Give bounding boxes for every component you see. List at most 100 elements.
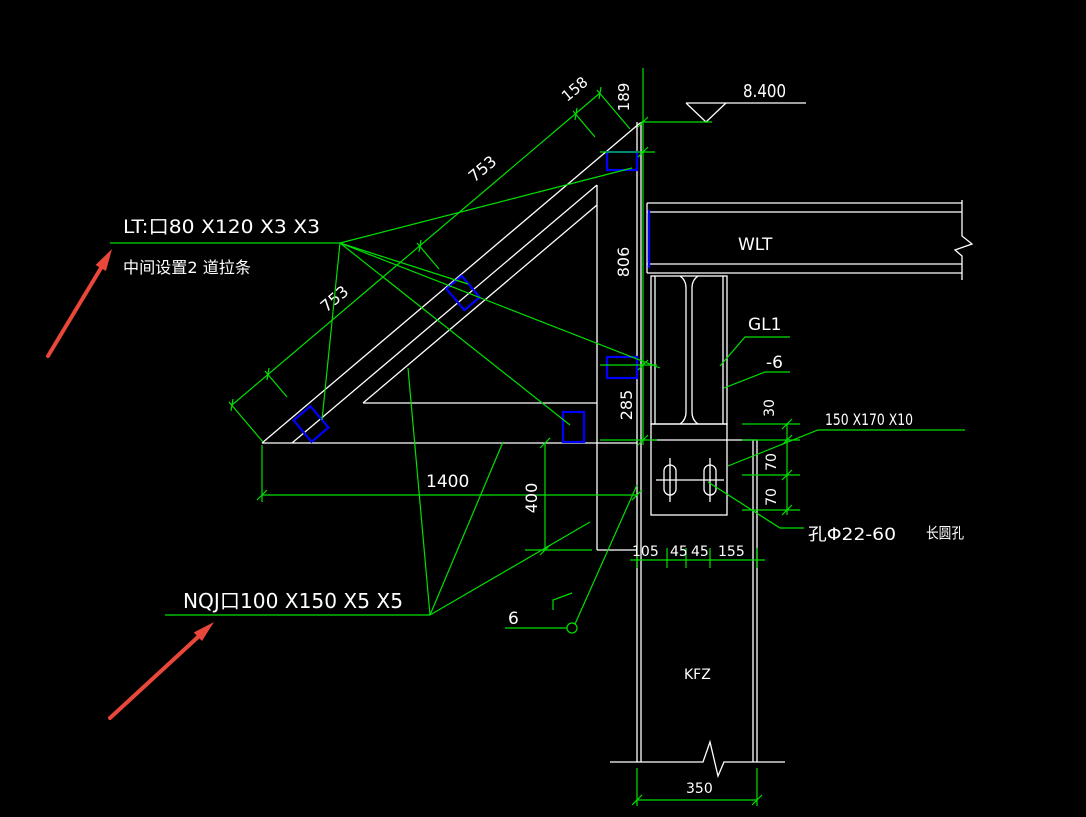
beam-break-symbol — [953, 200, 974, 280]
dim-bolt-row-2: 70 — [764, 488, 780, 506]
end-plate — [650, 423, 757, 516]
elevation-triangle-icon — [685, 102, 727, 123]
dim-lower-plate: 285 — [617, 390, 636, 421]
dim-brace-upper: 753 — [465, 152, 501, 186]
brace-dimension-line — [231, 92, 601, 406]
marker-lower-right — [561, 410, 586, 444]
column-width-tick-right — [751, 794, 763, 806]
brace-tick-4 — [574, 107, 578, 121]
depth-tick-top — [539, 437, 551, 449]
brace-ext-line-4 — [572, 110, 596, 138]
brace-ext-line-1 — [228, 401, 264, 443]
knee-leader: NQJ口100 X150 X5 X5 — [165, 367, 591, 616]
marker-brace-bottom — [292, 404, 330, 444]
brace-leader-to-bottom-marker — [321, 242, 341, 421]
weld-leader — [574, 484, 638, 625]
weld-all-around-icon — [566, 622, 578, 634]
brace-inner-edge — [291, 184, 598, 444]
brace-leader-to-top-marker — [339, 167, 633, 244]
brace-leader: LT:口80 X120 X3 X3 中间设置2 道拉条 — [110, 167, 661, 426]
brace-member-label: LT:口80 X120 X3 X3 — [123, 216, 320, 238]
dim-bolt-gap-2: 45 — [691, 544, 709, 560]
dim-top-height: 189 — [615, 83, 633, 112]
column-width-dimension: 350 — [631, 768, 763, 806]
brace-leader-to-lower-marker — [339, 242, 571, 426]
haunch-inner-diagonal — [362, 204, 598, 404]
callout-arrow-lower-shaft — [108, 635, 200, 720]
knee-leader-to-plate — [429, 521, 591, 616]
hole-type-label: 长圆孔 — [926, 524, 964, 542]
brace-ext-line-5 — [596, 89, 631, 130]
stiffener-leader — [723, 371, 790, 389]
weld-flag-icon — [552, 592, 573, 610]
column-width-tick-left — [631, 794, 643, 806]
callout-arrows — [46, 249, 214, 720]
stub-beam-web-right — [691, 275, 699, 425]
knee-leader-to-diagonal — [407, 367, 431, 616]
brace-leader-to-right-marker — [339, 242, 661, 369]
vertical-tick-365 — [637, 359, 649, 371]
connection-leaders: GL1 -6 150 X170 X10 孔Φ22-60 长圆孔 — [707, 315, 965, 545]
end-plate-label: 150 X170 X10 — [825, 410, 913, 429]
brace-dimension: 158 753 753 — [228, 73, 631, 443]
marker-top — [605, 150, 639, 172]
brace-tick-2 — [266, 367, 270, 381]
roof-beam-label: WLT — [738, 235, 773, 255]
stub-beam-outline — [650, 275, 728, 425]
plate-tick-510 — [781, 504, 793, 516]
end-plate-dimensions: 30 70 70 — [742, 399, 800, 516]
column-label: KFZ — [684, 667, 711, 683]
column-break-symbol — [610, 739, 785, 779]
haunch-vertical-dimension: 189 806 285 — [600, 68, 657, 446]
stiffener-label: -6 — [766, 353, 783, 373]
span-tick-right — [631, 489, 643, 501]
column-kfz: KFZ — [610, 122, 785, 779]
hole-leader — [707, 481, 804, 529]
stub-beam-web-left — [679, 275, 687, 425]
stub-beam-leader — [719, 336, 790, 367]
plate-tick-475 — [781, 469, 793, 481]
dim-haunch-depth: 400 — [522, 483, 541, 514]
dim-brace-span: 1400 — [426, 472, 469, 492]
knee-member-label: NQJ口100 X150 X5 X5 — [183, 589, 403, 613]
dim-top-offset: 158 — [558, 73, 592, 105]
elevation-value: 8.400 — [743, 81, 786, 102]
elevation-mark: 8.400 — [641, 81, 806, 123]
dim-bolt-gap-1: 45 — [670, 544, 688, 560]
weld-size: 6 — [508, 609, 519, 629]
vertical-tick-440 — [637, 434, 649, 446]
callout-arrow-lower-head-icon — [193, 622, 214, 641]
dim-bolt-row-1: 70 — [764, 453, 780, 471]
brace-ext-line-3 — [416, 242, 440, 270]
brace-tick-1 — [230, 398, 234, 412]
callout-arrow-upper-head-icon — [95, 249, 112, 271]
span-tick-left — [256, 489, 268, 501]
dim-col-left: 105 — [632, 544, 659, 560]
roof-beam-wlt: WLT — [646, 200, 974, 280]
end-plate-leader — [727, 429, 965, 467]
vertical-tick-152 — [637, 146, 649, 158]
brace-ext-line-2 — [264, 370, 288, 398]
callout-arrow-upper-shaft — [46, 266, 103, 358]
brace-span-dimension: 1400 — [256, 445, 643, 502]
stub-beam-label: GL1 — [748, 315, 781, 335]
brace-tick-5 — [598, 86, 602, 100]
stub-beam-gl1 — [650, 275, 728, 425]
hole-label: 孔Φ22-60 — [808, 525, 896, 545]
end-plate-outline — [650, 423, 728, 516]
knee-leader-to-bottom-chord — [429, 441, 504, 616]
dim-column-width: 350 — [686, 781, 713, 797]
brace-note: 中间设置2 道拉条 — [123, 258, 251, 277]
brace-outer-edge — [261, 122, 641, 444]
vertical-tick-122 — [637, 116, 649, 128]
marker-brace-middle — [444, 274, 482, 312]
dim-plate-top: 30 — [762, 399, 778, 417]
dim-col-right: 155 — [718, 544, 745, 560]
bolt-spacing-dimensions: 105 45 45 155 — [630, 544, 765, 568]
haunch-depth-dimension: 400 — [522, 437, 592, 556]
plate-tick-424 — [781, 418, 793, 430]
brace-leader-to-middle-marker — [339, 242, 469, 285]
marker-middle-right — [605, 355, 639, 380]
brace-tick-3 — [418, 239, 422, 253]
